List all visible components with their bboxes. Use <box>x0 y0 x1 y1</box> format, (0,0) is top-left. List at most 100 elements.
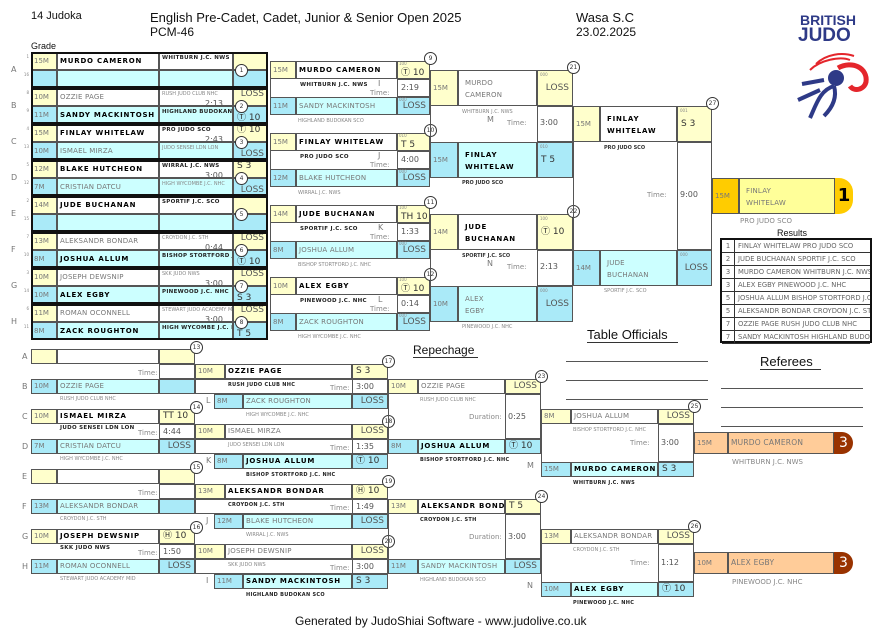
club-name: PRO JUDO SCO <box>462 180 504 186</box>
judoka-count: 14 Judoka <box>31 10 82 22</box>
next-pool-letter: K <box>206 456 212 465</box>
result-cell: LOSS <box>397 313 430 331</box>
result-cell: Ⓗ 10 <box>159 529 195 544</box>
medal-name: MURDO CAMERON <box>728 432 834 454</box>
match-number-badge: 21 <box>567 61 580 74</box>
time-label: Time: <box>507 263 527 271</box>
name-line: ALEX <box>465 295 484 303</box>
match-time: 2:43 <box>205 135 223 144</box>
grade-cell: 12M <box>270 169 296 187</box>
match-number-badge: 13 <box>190 341 203 354</box>
match-number-badge: 2 <box>235 100 248 113</box>
result-cell: T 5 <box>537 142 573 178</box>
next-pool-letter: I <box>206 576 209 585</box>
time-label: Time: <box>330 504 350 512</box>
grade-cell <box>31 469 57 484</box>
result-cell: S 3 <box>352 574 388 589</box>
grade-cell: 15M <box>270 133 296 151</box>
grade-cell: 8M <box>270 313 296 331</box>
result-cell: Ⓣ 10 <box>352 454 388 469</box>
score-code: 100 <box>540 216 548 221</box>
name-line: EGBY <box>465 307 485 315</box>
match-pair-box <box>31 304 268 340</box>
match-number-badge: 4 <box>235 172 248 185</box>
grade-cell: 10M <box>31 529 57 544</box>
competitor-name: SANDY MACKINTOSH <box>296 97 397 115</box>
seed-number: 3 <box>26 270 29 275</box>
match-time: 1:33 <box>397 223 430 241</box>
time-label: Time: <box>370 305 390 313</box>
time-label: Time: <box>370 161 390 169</box>
time-cell <box>537 250 573 286</box>
venue-label: Wasa S.C <box>576 10 635 25</box>
match-time: 9:00 <box>680 190 698 199</box>
seed-number: 13 <box>23 144 29 149</box>
competitor-name: OZZIE PAGE <box>418 379 505 394</box>
club-name: HIGHLAND BUDOKAN SCO <box>298 118 364 124</box>
time-label: Time: <box>507 119 527 127</box>
grade-cell: 8M <box>270 241 296 259</box>
match-pair-box <box>31 52 268 88</box>
match-time: 0:44 <box>205 243 223 252</box>
competitor-name: BLAKE HUTCHEON <box>296 169 397 187</box>
grade-label: Grade <box>31 41 57 51</box>
match-time: 2:13 <box>205 99 223 108</box>
pool-letter: G <box>11 281 18 290</box>
result-cell: S 3 <box>352 364 388 379</box>
grade-cell: 7M <box>31 439 57 454</box>
club-name: HIGHLAND BUDOKAN SCO <box>246 592 325 598</box>
time-label: Time: <box>647 191 667 199</box>
score-code: 000 <box>540 72 548 77</box>
competitor-name: ALEKSANDR BONDAR <box>418 499 505 514</box>
grade-cell: 8M <box>214 394 243 409</box>
grade-cell: 15M <box>541 462 571 477</box>
competitor-name: ROMAN OCONNELL <box>57 559 159 574</box>
result-cell: Ⓣ 10 <box>397 61 430 79</box>
grade-cell: 13M <box>388 499 418 514</box>
grade-cell: 13M <box>541 529 571 544</box>
date-label: 23.02.2025 <box>576 25 637 39</box>
club-name: WHITBURN J.C. NWS <box>462 109 513 115</box>
competitor-name <box>57 469 159 484</box>
time-label: Time: <box>630 559 650 567</box>
result-cell: LOSS <box>159 559 195 574</box>
competitor-name: JOSEPH DEWSNIP <box>57 529 159 544</box>
grade-cell: 11M <box>214 574 243 589</box>
results-table <box>720 238 872 343</box>
match-time: 0:14 <box>397 295 430 313</box>
time-cell <box>505 394 541 439</box>
official-signature-line <box>566 361 708 362</box>
result-cell: LOSS <box>352 424 388 439</box>
result-cell: LOSS <box>159 439 195 454</box>
time-label: Time: <box>630 439 650 447</box>
club-name: SPORTIF J.C. SCO <box>300 226 358 232</box>
club-name: SPORTIF J.C. SCO <box>604 288 647 294</box>
match-time: 3:00 <box>352 559 388 574</box>
match-number-badge: 7 <box>235 280 248 293</box>
result-cell: LOSS <box>537 286 573 322</box>
competitor-name: ISMAEL MIRZA <box>57 409 159 424</box>
result-entry: JUDE BUCHANAN SPORTIF J.C. SCO <box>735 253 870 266</box>
match-time: 3:00 <box>205 279 223 288</box>
match-number-badge: 16 <box>190 521 203 534</box>
british-judo-logo: BRITISH JUDO <box>790 12 880 122</box>
club-name: CROYDON J.C. STH <box>573 547 620 553</box>
name-line: MURDO <box>465 79 493 87</box>
result-cell: LOSS <box>505 379 541 394</box>
time-label: Time: <box>330 564 350 572</box>
result-cell <box>159 379 195 394</box>
grade-cell: 10M <box>388 379 418 394</box>
grade-cell: 15M <box>430 70 458 106</box>
score-code: 000 <box>399 313 407 318</box>
result-place: 3 <box>722 279 735 292</box>
club-name: CROYDON J.C. STH <box>228 502 285 508</box>
repechage-title: Repechage <box>413 343 479 358</box>
club-name: SKK JUDO NWS <box>228 562 266 568</box>
match-time: 4:44 <box>159 424 195 439</box>
medal-grade: 15M <box>694 432 728 454</box>
match-number-badge: 8 <box>235 316 248 329</box>
name-line: WHITELAW <box>746 199 786 207</box>
